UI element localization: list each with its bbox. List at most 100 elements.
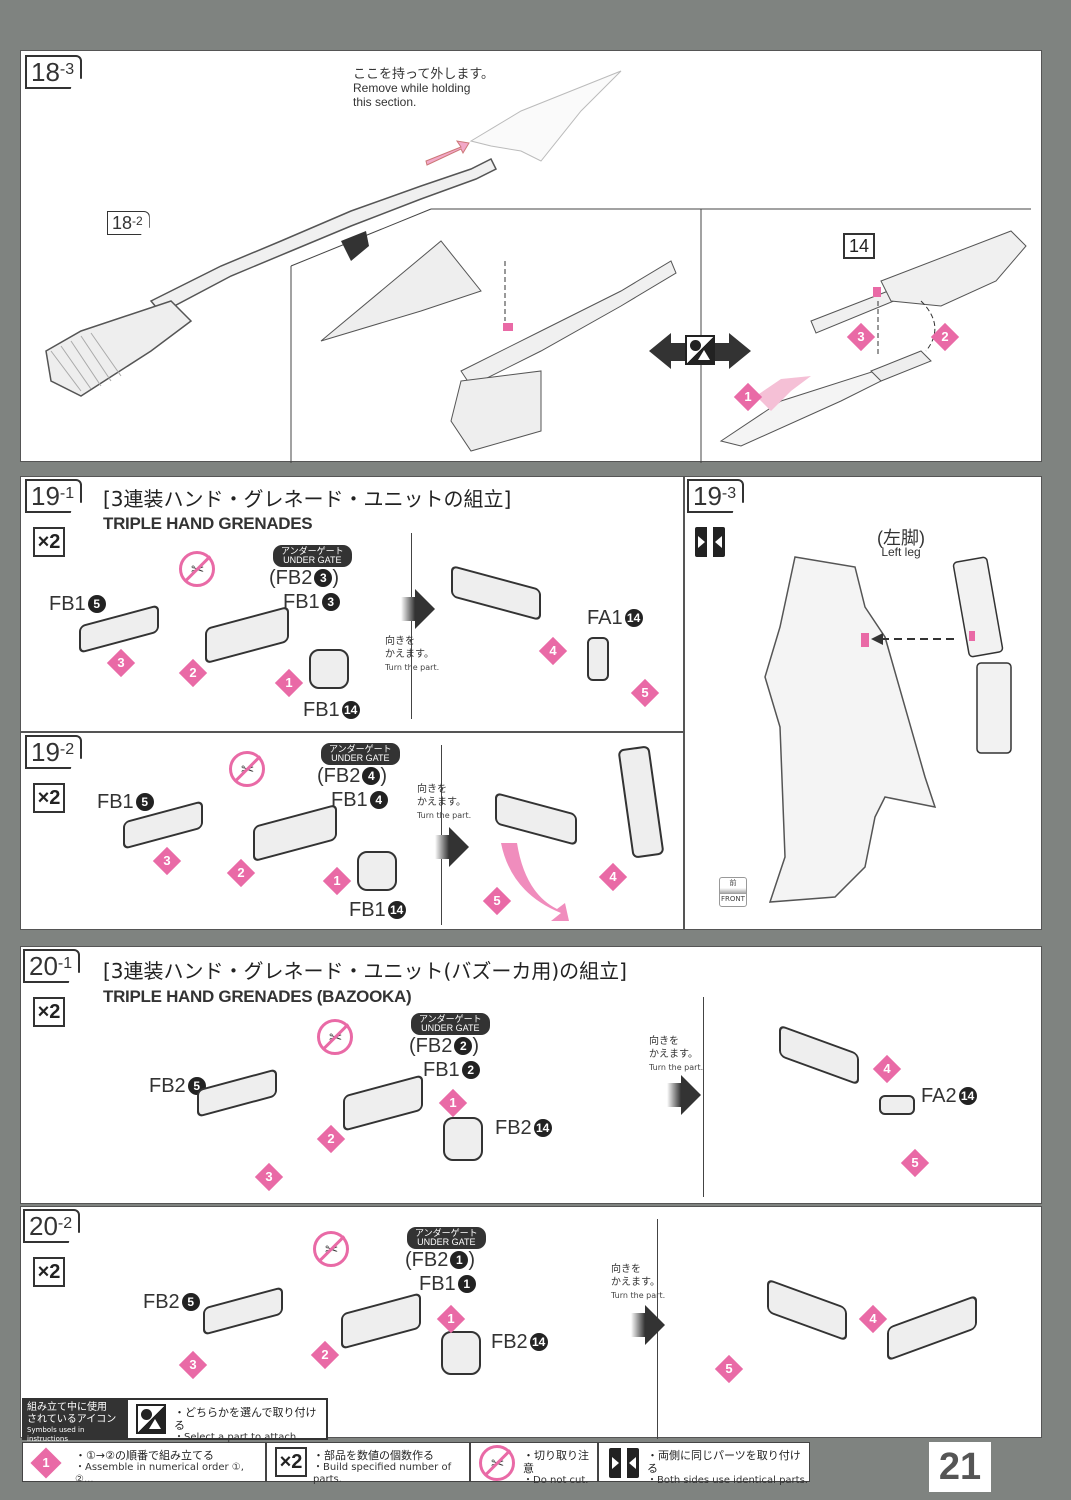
grenade-body-part — [253, 803, 337, 863]
step-19-1-panel: 19-1 [3連装ハンド・グレネード・ユニットの組立] TRIPLE HAND … — [20, 476, 684, 732]
legend-both-en: ・Both sides use identical parts. — [647, 1475, 808, 1486]
turn-note: 向きをかえます。Turn the part. — [649, 1036, 704, 1072]
grenade-cylinders-part — [309, 649, 349, 689]
hold-callout: ここを持って外します。 Remove while holding this se… — [353, 66, 495, 110]
pink-arrow — [425, 140, 470, 166]
step-marker-1: 1 — [438, 1088, 468, 1118]
step-marker-4: 4 — [598, 862, 628, 892]
callout-en-1: Remove while holding — [353, 81, 471, 95]
do-not-cut-icon: ✂ — [179, 551, 215, 587]
fan-ribs-left — [50, 332, 122, 392]
weapon-illustration — [45, 70, 1031, 463]
divider — [411, 533, 412, 719]
legend-both-jp: ・両側に同じパーツを取り付ける — [647, 1449, 801, 1475]
step-marker-4: 4 — [858, 1304, 888, 1334]
step-marker-2: 2 — [226, 858, 256, 888]
legend-order-en: ・Assemble in numerical order ①, ②... — [75, 1462, 244, 1485]
left-leg-label: (左脚) Left leg — [877, 528, 925, 559]
legend-select-en: ・Select a part to attach. — [174, 1432, 300, 1443]
rotate-arrow — [756, 376, 811, 411]
grip-right — [870, 350, 932, 382]
leg-pink-mark — [861, 633, 869, 647]
step-18-3-panel: 18-3 ここを持って外します。 Remove while holding th… — [20, 50, 1042, 463]
step-marker-1: 1 — [322, 866, 352, 896]
title-jp: [3連装ハンド・グレネード・ユニット(バズーカ用)の組立] — [103, 959, 627, 983]
step-marker-3: 3 — [254, 1162, 284, 1192]
legend-nocut-jp: ・切り取り注意 — [523, 1449, 589, 1475]
step-number-19-2: 19-2 — [25, 735, 83, 769]
multiplier-badge: ×2 — [33, 1257, 65, 1287]
grenade-cover-part — [197, 1068, 277, 1118]
weapon-body — [880, 230, 1027, 307]
do-not-cut-icon: ✂ — [479, 1445, 515, 1481]
do-not-cut-icon: ✂ — [313, 1231, 349, 1267]
step-marker-3: 3 — [846, 322, 876, 352]
legend-header-box: 組み立て中に使用 されているアイコン Symbols used in instr… — [22, 1398, 328, 1443]
grenade-body-part — [343, 1074, 423, 1132]
turn-arrow — [667, 1075, 701, 1115]
grenade-part-b — [887, 1294, 977, 1362]
do-not-cut-icon: ✂ — [229, 751, 265, 787]
step-marker-4: 4 — [538, 636, 568, 666]
weapon-shaft — [149, 157, 498, 314]
grenade-body-part — [205, 605, 289, 665]
legend-mult-jp: ・部品を数値の個数作る — [313, 1449, 434, 1462]
title-en: TRIPLE HAND GRENADES — [103, 514, 313, 533]
title-jp: [3連装ハンド・グレネード・ユニットの組立] — [103, 487, 512, 511]
double-arrow-left — [649, 333, 685, 369]
callout-jp: ここを持って外します。 — [353, 66, 495, 81]
grenade-assembled — [779, 1024, 859, 1086]
legend-multiplier: ×2 ・部品を数値の個数作る ・Build specified number o… — [266, 1442, 470, 1485]
step-marker-2: 2 — [930, 322, 960, 352]
grenade-cylinders-part — [443, 1117, 483, 1161]
step-marker-4: 4 — [872, 1054, 902, 1084]
step-marker-3: 3 — [152, 846, 182, 876]
callout-en-2: this section. — [353, 95, 417, 109]
grenade-cap-fa1 — [587, 637, 609, 681]
both-sides-icon — [695, 527, 725, 557]
legend-both-sides: ・両側に同じパーツを取り付ける ・Both sides use identica… — [598, 1442, 810, 1486]
step-marker-2: 2 — [310, 1340, 340, 1370]
step-marker-3: 3 — [106, 648, 136, 678]
legend-mult-en: ・Build specified number of parts. — [313, 1462, 452, 1485]
multiplier-badge: ×2 — [33, 997, 65, 1027]
select-part-icon — [136, 1404, 166, 1434]
grip-mid — [460, 260, 677, 387]
swing-arrow — [501, 843, 569, 921]
numbered-step-icon: 1 — [30, 1447, 62, 1479]
legend-header: 組み立て中に使用 されているアイコン Symbols used in instr… — [24, 1400, 128, 1443]
grenade-cylinders-part — [441, 1331, 481, 1375]
turn-arrow — [631, 1305, 665, 1345]
step-marker-5: 5 — [482, 886, 512, 916]
select-part-icon — [685, 335, 715, 365]
step-number-18-3: 18-3 — [25, 55, 83, 89]
turn-note: 向きをかえます。Turn the part. — [417, 784, 472, 820]
legend-order: 1 ・①→②の順番で組み立てる ・Assemble in numerical o… — [22, 1442, 266, 1485]
step-marker-2: 2 — [316, 1124, 346, 1154]
turn-arrow — [435, 827, 469, 867]
fan-blade-mid — [320, 240, 482, 342]
grenade-assembled — [495, 792, 577, 846]
leg-part — [764, 556, 937, 903]
step-number-20-1: 20-1 — [23, 949, 81, 983]
grenade-upright — [617, 745, 665, 859]
grenade-upper — [952, 556, 1004, 658]
grenade-cover-part — [203, 1286, 283, 1336]
